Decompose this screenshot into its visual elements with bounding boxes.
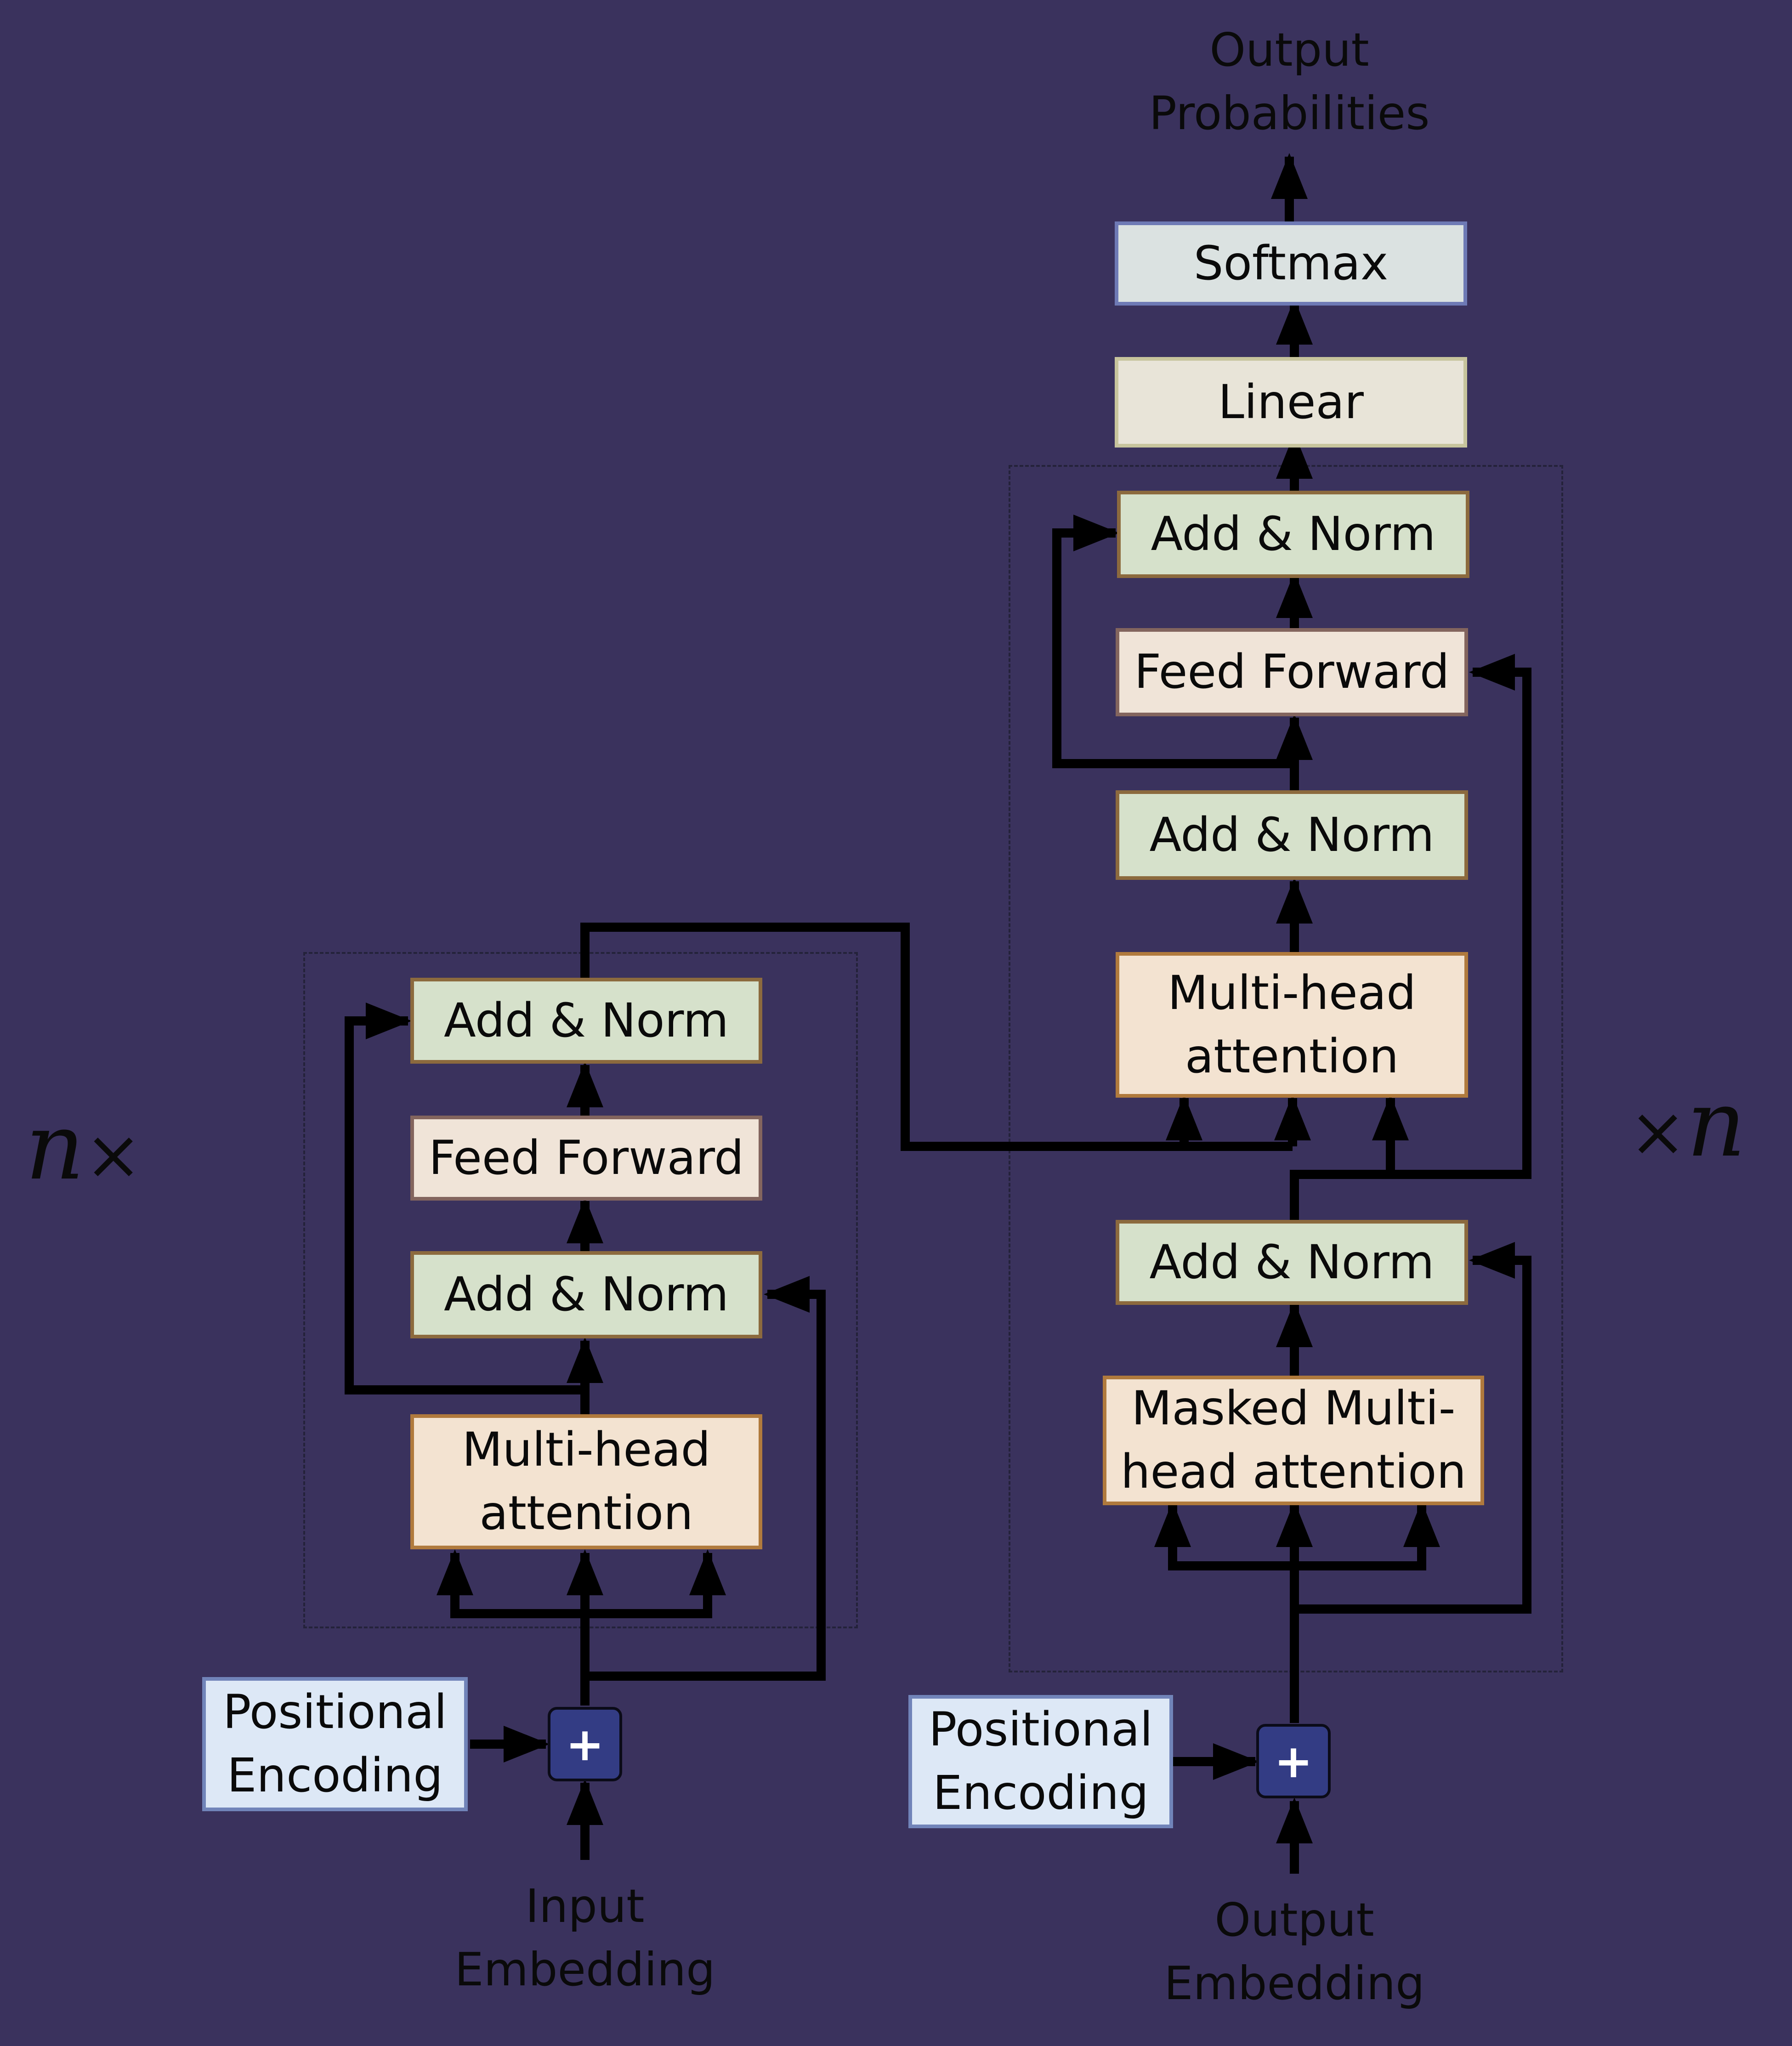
decoder-positional-encoding: Positional Encoding bbox=[908, 1695, 1173, 1828]
output-probabilities-label: Output Probabilities bbox=[1149, 23, 1430, 140]
decoder-sum-node: + bbox=[1256, 1724, 1331, 1798]
decoder-add-norm-bottom: Add & Norm bbox=[1116, 1220, 1468, 1305]
encoder-sum-node: + bbox=[548, 1707, 622, 1781]
decoder-repeat-symbol: × bbox=[1629, 1092, 1687, 1172]
encoder-add-norm-top: Add & Norm bbox=[410, 978, 762, 1064]
encoder-multi-head-attention: Multi-head attention bbox=[410, 1414, 762, 1549]
encoder-positional-encoding: Positional Encoding bbox=[202, 1677, 468, 1811]
encoder-add-norm-bottom: Add & Norm bbox=[410, 1251, 762, 1338]
decoder-output-embedding-label: Output Embedding bbox=[1164, 1893, 1425, 2010]
decoder-linear: Linear bbox=[1115, 357, 1467, 448]
decoder-masked-multi-head-attention: Masked Multi- head attention bbox=[1103, 1376, 1484, 1505]
decoder-feed-forward: Feed Forward bbox=[1116, 628, 1468, 716]
encoder-repeat-symbol: × bbox=[84, 1115, 142, 1195]
decoder-add-norm-top: Add & Norm bbox=[1117, 491, 1469, 578]
encoder-repeat-count: n bbox=[25, 1094, 85, 1201]
encoder-input-embedding-label: Input Embedding bbox=[454, 1879, 715, 1996]
encoder-repeat-label: n× bbox=[25, 1094, 142, 1201]
decoder-repeat-label: ×n bbox=[1629, 1071, 1746, 1178]
decoder-add-norm-middle: Add & Norm bbox=[1116, 790, 1468, 880]
decoder-softmax: Softmax bbox=[1115, 221, 1467, 306]
decoder-repeat-count: n bbox=[1686, 1071, 1746, 1178]
encoder-feed-forward: Feed Forward bbox=[410, 1116, 762, 1201]
decoder-cross-attention: Multi-head attention bbox=[1116, 952, 1468, 1098]
